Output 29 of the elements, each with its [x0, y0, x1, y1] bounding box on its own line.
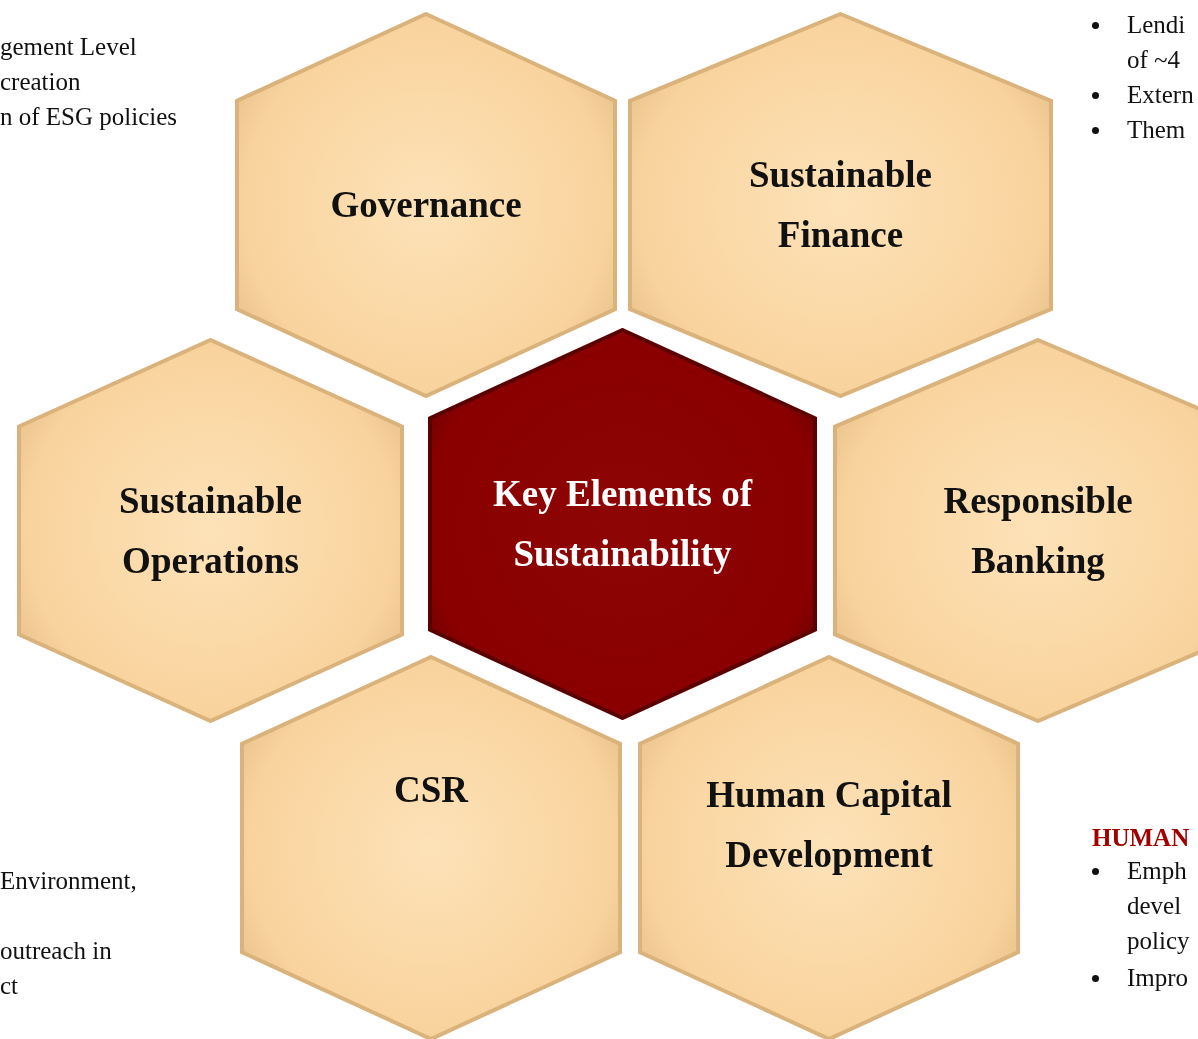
hexagon-tile	[17, 338, 404, 723]
note-text: outreach in	[0, 936, 112, 966]
hexagon-label: Governance	[329, 183, 523, 227]
hexagon-label: Sustainable Operations	[118, 478, 303, 583]
hexagon-tile	[235, 12, 617, 398]
hexagon-tile	[428, 328, 817, 720]
hexagon-label: Sustainable Finance	[748, 153, 933, 257]
note-text: devel	[1127, 891, 1182, 921]
note-text: ct	[0, 971, 19, 1001]
note-text: Environment,	[0, 866, 137, 896]
note-text: Emph	[1127, 856, 1187, 886]
hexagon-tile	[638, 655, 1020, 1039]
note-text: creation	[0, 67, 81, 97]
note-text: of ~4	[1127, 45, 1181, 75]
hexagon-tile	[240, 655, 622, 1039]
note-text: policy	[1127, 926, 1190, 956]
hexagon-label: Key Elements of Sustainability	[492, 472, 754, 576]
section-heading: HUMAN	[1092, 823, 1190, 853]
hexagon-label: CSR	[393, 768, 470, 812]
note-text: Extern	[1127, 80, 1194, 110]
note-text: Lendi	[1127, 10, 1186, 40]
hexagon-tile	[628, 12, 1053, 398]
note-text: gement Level	[0, 32, 137, 62]
hexagon-tile	[833, 338, 1198, 723]
note-text: Them	[1127, 115, 1186, 145]
note-text: n of ESG policies	[0, 102, 178, 132]
hexagon-label: Responsible Banking	[942, 478, 1134, 583]
hexagon-label: Human Capital Development	[705, 773, 953, 877]
note-text: Impro	[1127, 963, 1189, 993]
